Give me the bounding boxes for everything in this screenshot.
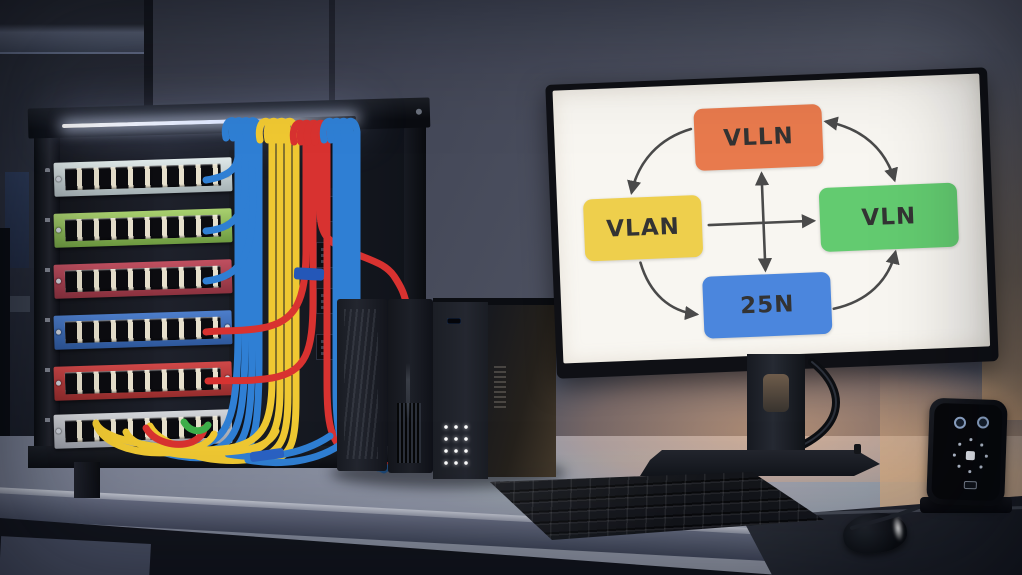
- power-icon: [953, 416, 967, 429]
- rack-right-rail: [229, 150, 253, 456]
- status-led-grid: [441, 421, 469, 465]
- rack-rail-screws: [45, 168, 50, 458]
- desktop-tower-2: [388, 299, 433, 473]
- patch-panel-4: [53, 310, 233, 350]
- diagram-node-left: VLAN: [582, 194, 704, 262]
- center-button: [965, 450, 976, 461]
- rj45-port-row: [64, 415, 222, 443]
- shelf-band: [0, 24, 148, 54]
- control-device-face: [931, 402, 1003, 502]
- monitor-screen: VLLN VLAN VLN 25N: [552, 73, 991, 364]
- cable-hanger-bar: [318, 130, 334, 188]
- cable-routing-hole: [763, 374, 789, 412]
- side-grille: [494, 366, 506, 408]
- monitor-stand: [747, 354, 805, 460]
- desktop-tower-3-top: [433, 298, 556, 305]
- usb-port-slot: [447, 318, 461, 324]
- patch-panel-1: [53, 157, 233, 197]
- patch-panel-2: [53, 208, 233, 248]
- patch-panel-5: [53, 361, 233, 401]
- rj45-port-row: [64, 265, 222, 293]
- vent-grille: [397, 403, 421, 463]
- rack-foot: [74, 462, 100, 498]
- diagram-node-bottom: 25N: [702, 271, 833, 339]
- keystone-module: [316, 334, 335, 360]
- wall-seam: [329, 0, 335, 140]
- monitor: VLLN VLAN VLN 25N: [545, 67, 999, 379]
- monitor-stand-base: [640, 450, 880, 476]
- desktop-tower-3-side: [488, 305, 556, 477]
- rj45-port-row: [64, 316, 222, 344]
- keystone-module: [316, 196, 335, 222]
- vent-grille: [344, 309, 378, 459]
- desktop-tower-1: [337, 299, 387, 471]
- rj45-port-row: [64, 367, 222, 395]
- diagram-node-right: VLN: [818, 182, 960, 253]
- display-icon: [963, 480, 977, 490]
- rj45-port-row: [64, 214, 222, 242]
- patch-panel-3: [53, 259, 233, 299]
- cable-clip: [854, 444, 861, 454]
- shelf-post: [0, 228, 10, 575]
- desk-leg-block: [0, 536, 151, 575]
- diagram-node-top: VLLN: [693, 103, 824, 172]
- control-device: [926, 397, 1008, 507]
- patch-panel-6: [53, 409, 233, 449]
- mode-icon: [976, 416, 990, 429]
- rj45-port-row: [64, 163, 222, 191]
- logo-sheen: [406, 363, 410, 419]
- keystone-module: [316, 242, 335, 268]
- keystone-module: [316, 288, 335, 314]
